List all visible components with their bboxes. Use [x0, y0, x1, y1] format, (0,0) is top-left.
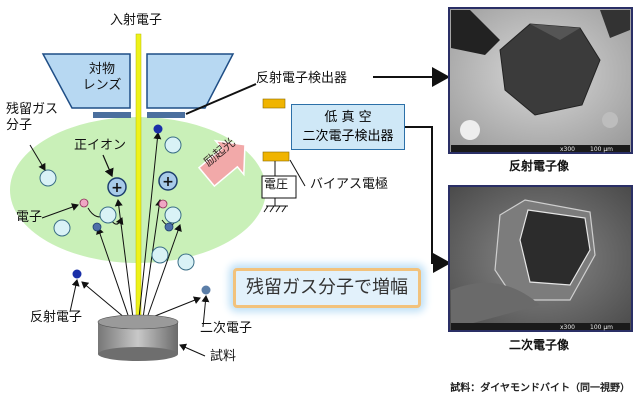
leader-lines — [29, 144, 210, 357]
bias-electrode-plate — [262, 151, 290, 162]
lens-plate-right — [147, 112, 185, 118]
amplification-callout: 残留ガス分子で増幅 — [233, 268, 421, 308]
bias-electrode-label: バイアス電極 — [310, 177, 389, 192]
detector-plate-top — [262, 98, 286, 109]
positive-ions: + + — [107, 171, 178, 197]
se-mag-text: x300 — [560, 324, 576, 331]
voltage-label: 電圧 — [264, 177, 289, 191]
sample-label: 試料 — [210, 349, 237, 364]
bias-label-leader — [289, 159, 306, 187]
sample-cylinder — [97, 314, 179, 361]
objective-lens-right — [146, 53, 235, 109]
reflected-electron-label: 反射電子 — [30, 310, 83, 325]
bse-mag-text: x300 — [560, 146, 576, 153]
svg-text:+: + — [162, 174, 174, 190]
bse-detector-label: 反射電子検出器 — [256, 71, 348, 86]
objective-lens-left — [41, 53, 131, 109]
se-image-caption: 二次電子像 — [509, 338, 570, 352]
lens-plate-left — [93, 112, 131, 118]
se-scale-text: 100 μm — [590, 324, 614, 331]
electron-beam — [135, 33, 142, 325]
low-vacuum-se-detector-box: 低 真 空 二次電子検出器 — [291, 104, 405, 150]
ground-icon — [263, 205, 288, 213]
objective-lens-label: 対物 レンズ — [82, 62, 122, 93]
bse-detector-leader — [185, 83, 257, 115]
electron-label: 電子 — [16, 210, 43, 225]
svg-text:+: + — [111, 180, 123, 196]
bse-image — [448, 7, 633, 154]
gas-molecules — [39, 136, 195, 271]
residual-gas-label: 残留ガス 分子 — [6, 102, 59, 133]
se-image — [448, 185, 633, 332]
excitation-arrow — [197, 139, 246, 188]
electrons — [72, 124, 211, 295]
bse-scale-text: 100 μm — [590, 146, 614, 153]
ion-pointer — [102, 154, 114, 178]
source-note: 試料：ダイヤモンドバイト（同一視野） — [450, 383, 630, 394]
secondary-electron-label: 二次電子 — [200, 321, 253, 336]
positive-ion-label: 正イオン — [74, 138, 127, 153]
se-to-image-arrow — [405, 126, 451, 273]
incident-electron-label: 入射電子 — [110, 13, 163, 28]
bse-image-caption: 反射電子像 — [509, 159, 570, 173]
voltage-box — [261, 175, 297, 199]
